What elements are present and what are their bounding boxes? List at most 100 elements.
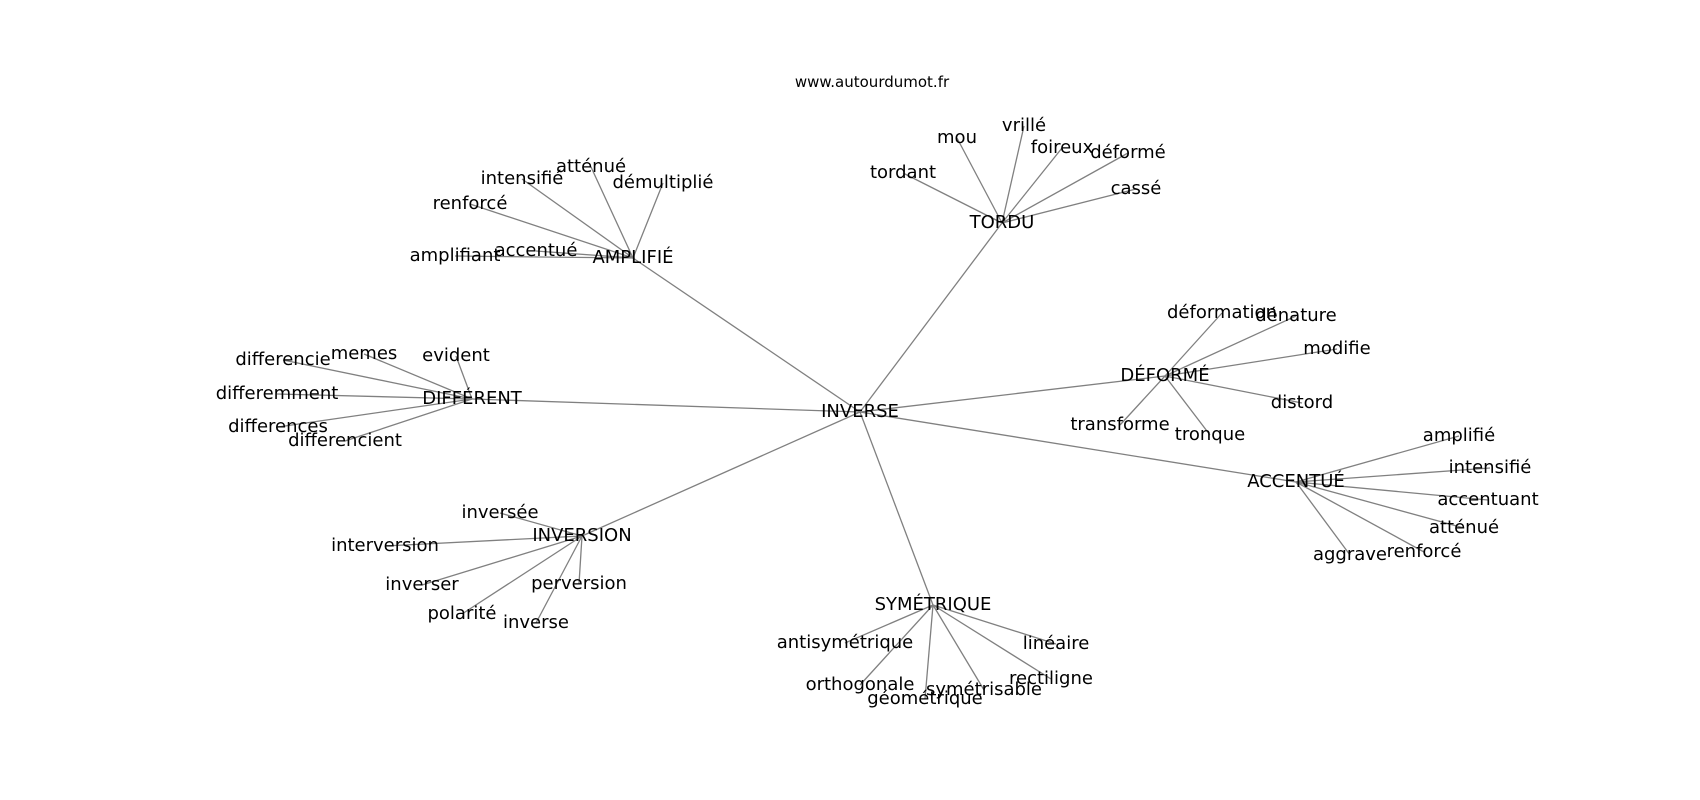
edge-inversion-inverse (535, 535, 583, 624)
edge-deforme-tronque (1164, 375, 1211, 436)
node-leaf-interversion: interversion (331, 535, 439, 556)
edge-symetrique-geometrique (924, 604, 934, 700)
node-leaf-casse: cassé (1111, 178, 1162, 199)
node-leaf-demultiplie: démultiplié (612, 172, 713, 193)
node-group-deforme: DÉFORMÉ (1120, 364, 1209, 386)
edge-tordu-mou (956, 137, 1003, 224)
node-leaf-accentue: accentué (495, 240, 578, 261)
edge-amplifie-accentue (535, 250, 634, 259)
edge-inversion-interversion (384, 535, 583, 547)
edge-tordu-deforme (1001, 152, 1129, 224)
edge-deforme-deformation (1164, 312, 1223, 377)
node-leaf-modifie: modifie (1303, 338, 1370, 359)
edge-different-evident (455, 355, 473, 400)
edge-inversion-perversion (578, 535, 583, 585)
edge-different-memes (363, 353, 473, 400)
edge-symetrique-antisymetrique (844, 604, 934, 644)
node-group-symetrique: SYMÉTRIQUE (875, 593, 992, 615)
edge-deforme-distord (1164, 375, 1303, 404)
node-leaf-differencie: differencie (235, 349, 330, 370)
edge-deforme-transforme (1119, 375, 1166, 426)
edge-root-inversion (581, 411, 861, 537)
node-leaf-vrille: vrillé (1002, 115, 1046, 136)
node-leaf-memes: memes (331, 343, 398, 364)
node-leaf-orthogonale: orthogonale (806, 674, 915, 695)
edge-different-differencient (344, 398, 473, 442)
node-leaf-renforce: renforcé (1387, 541, 1462, 562)
edge-root-tordu (859, 222, 1003, 413)
edge-symetrique-rectiligne (932, 604, 1052, 680)
node-leaf-deformation: déformation (1167, 302, 1277, 323)
edge-symetrique-orthogonale (859, 604, 934, 686)
node-leaf-lineaire: linéaire (1023, 633, 1090, 654)
edge-inversion-polarite (461, 535, 583, 615)
node-leaf-antisymetrique: antisymétrique (777, 632, 914, 653)
node-leaf-intensifie: intensifié (1449, 457, 1532, 478)
edge-accentue-amplifie (1295, 435, 1460, 483)
edge-tordu-foireux (1001, 147, 1063, 224)
node-leaf-differences: differences (228, 416, 328, 437)
edge-accentue-attenue (1295, 481, 1465, 529)
node-leaf-aggrave: aggrave (1313, 544, 1387, 565)
node-leaf-denature: dénature (1255, 305, 1336, 326)
edge-deforme-modifie (1164, 348, 1338, 377)
node-leaf-amplifiant: amplifiant (410, 245, 501, 266)
node-leaf-tronque: tronque (1175, 424, 1245, 445)
edge-symetrique-lineaire (932, 604, 1057, 645)
node-group-accentue: ACCENTUÉ (1247, 470, 1345, 492)
graph-edges (276, 125, 1491, 700)
node-group-different: DIFFÉRENT (422, 387, 523, 409)
node-leaf-differencient: differencient (288, 430, 402, 451)
edge-root-different (471, 398, 861, 413)
node-leaf-transforme: transforme (1070, 414, 1169, 435)
node-leaf-inverse: inverse (503, 612, 569, 633)
edge-different-differemment (276, 393, 473, 400)
edge-amplifie-renforce (469, 203, 634, 259)
edge-root-symetrique (859, 411, 934, 606)
edge-accentue-renforce (1295, 481, 1425, 553)
edge-amplifie-amplifiant (454, 255, 634, 259)
edge-different-differences (277, 398, 473, 428)
edge-root-accentue (859, 411, 1297, 483)
edge-amplifie-attenue (590, 166, 634, 259)
edge-tordu-casse (1001, 188, 1137, 224)
node-leaf-renforce: renforcé (433, 193, 508, 214)
source-label: www.autourdumot.fr (795, 73, 950, 91)
edge-inversion-inversee (499, 512, 583, 537)
node-leaf-deforme: déformé (1090, 142, 1166, 163)
edge-tordu-vrille (1001, 125, 1025, 224)
node-leaf-attenue: atténué (556, 156, 626, 177)
node-leaf-polarite: polarité (427, 603, 496, 624)
node-group-amplifie: AMPLIFIÉ (592, 246, 673, 268)
node-leaf-tordant: tordant (870, 162, 936, 183)
node-leaf-inversee: inversée (461, 502, 538, 523)
node-leaf-rectiligne: rectiligne (1009, 668, 1093, 689)
node-root-inverse: INVERSE (821, 401, 899, 422)
edge-accentue-accentuant (1295, 481, 1489, 501)
node-leaf-accentuant: accentuant (1437, 489, 1538, 510)
node-leaf-amplifie: amplifié (1423, 425, 1495, 446)
node-leaf-differemment: differemment (216, 383, 339, 404)
edge-amplifie-demultiplie (632, 182, 664, 259)
node-leaf-attenue: atténué (1429, 517, 1499, 538)
edge-accentue-aggrave (1295, 481, 1351, 556)
edge-symetrique-symetrisable (932, 604, 985, 691)
node-leaf-foireux: foireux (1031, 137, 1094, 158)
graph-labels: INVERSEAMPLIFIÉintensifiéatténuédémultip… (216, 115, 1539, 709)
node-leaf-evident: evident (422, 345, 490, 366)
node-group-inversion: INVERSION (532, 525, 631, 546)
node-leaf-geometrique: géométrique (867, 688, 983, 709)
edge-different-differencie (282, 359, 473, 400)
edge-root-amplifie (632, 257, 861, 413)
node-leaf-distord: distord (1271, 392, 1333, 413)
node-leaf-inverser: inverser (385, 574, 459, 595)
node-leaf-symetrisable: symétrisable (926, 679, 1042, 700)
edge-deforme-denature (1164, 315, 1297, 377)
edge-inversion-inverser (421, 535, 583, 586)
edge-amplifie-intensifie (521, 178, 634, 259)
node-group-tordu: TORDU (969, 212, 1035, 233)
node-leaf-perversion: perversion (531, 573, 627, 594)
node-leaf-intensifie: intensifié (481, 168, 564, 189)
edge-tordu-tordant (902, 172, 1003, 224)
